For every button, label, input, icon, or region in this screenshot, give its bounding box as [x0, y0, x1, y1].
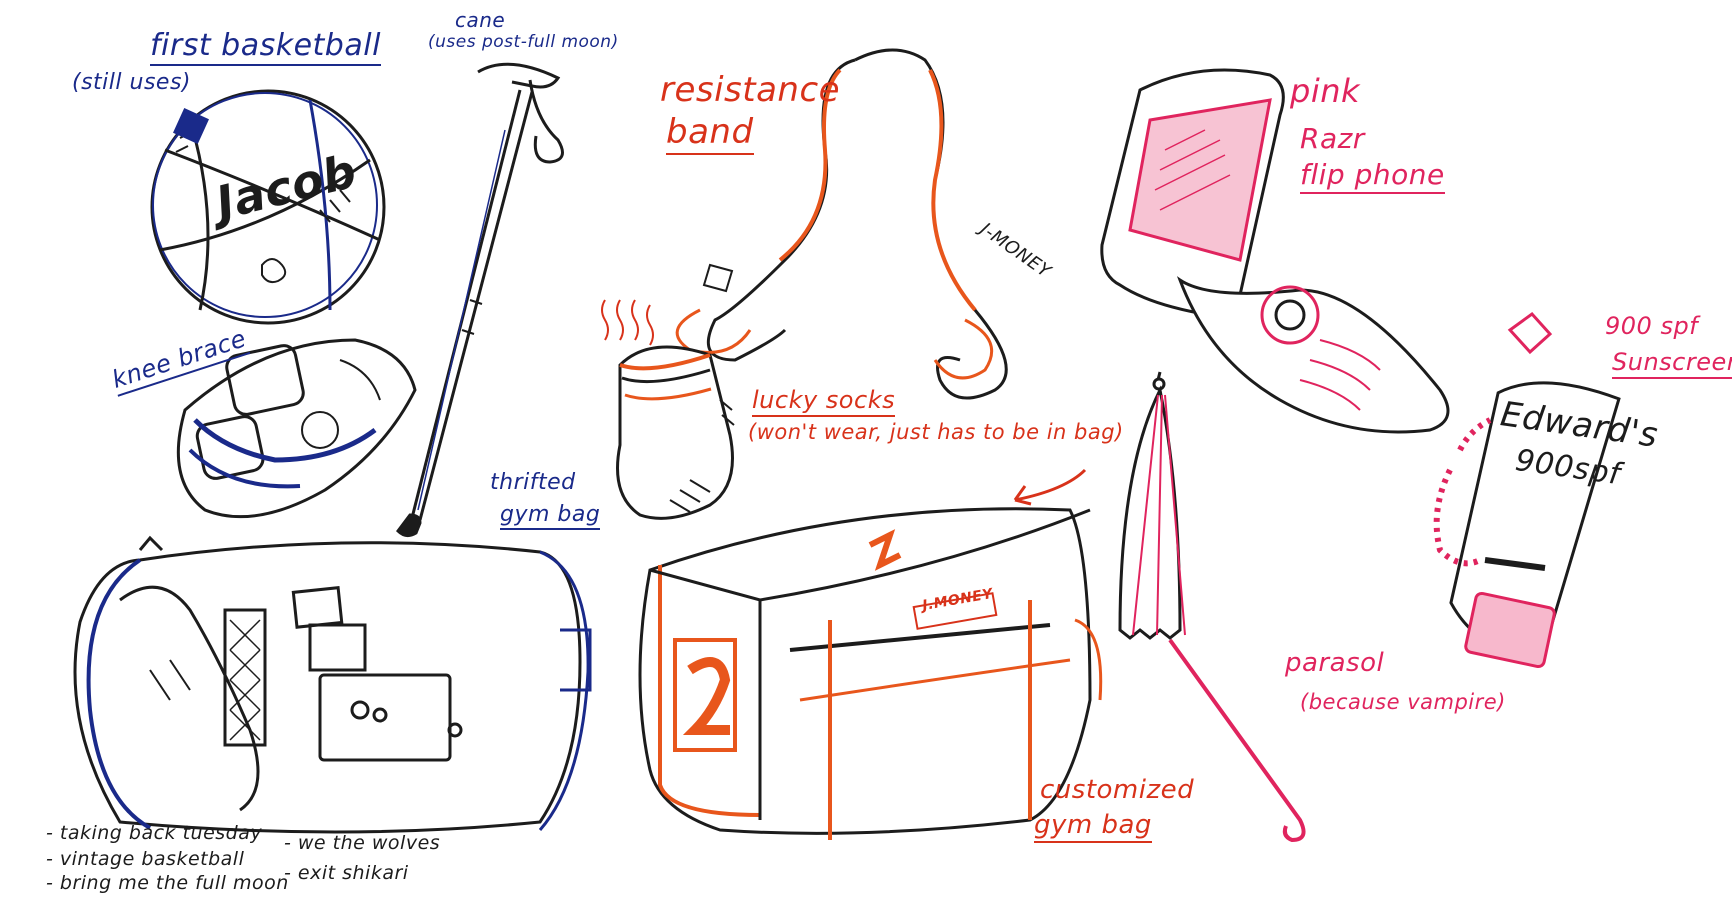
patch-3: - bring me the full moon: [46, 872, 289, 894]
thrifted-gym-bag-sketch: [73, 535, 592, 834]
knee-brace-sketch: [176, 338, 417, 519]
resistance-band-sketch: [675, 48, 1008, 400]
thrifted-label-1: thrifted: [490, 470, 576, 495]
custom-bag-label-1: customized: [1040, 775, 1195, 805]
phone-label-3: flip phone: [1300, 158, 1445, 194]
cane-label: cane: [455, 8, 506, 32]
arrow-to-bag: [1013, 468, 1087, 506]
cane-note: (uses post-full moon): [428, 32, 619, 52]
socks-label-1: lucky socks: [752, 386, 896, 417]
basketball-sketch: [150, 89, 386, 325]
patch-4: - we the wolves: [284, 832, 441, 854]
thrifted-label-2: gym bag: [500, 502, 601, 530]
parasol-label-1: parasol: [1285, 648, 1385, 678]
cane-sketch: [396, 62, 564, 538]
patch-5: - exit shikari: [284, 862, 409, 884]
customized-gym-bag-sketch: [638, 507, 1103, 840]
resistance-label-2: band: [666, 112, 754, 155]
sunscreen-label-1: 900 spf: [1605, 312, 1699, 340]
phone-label-1: pink: [1290, 72, 1361, 110]
patch-1: - taking back tuesday: [46, 822, 263, 844]
parasol-sketch: [1118, 371, 1306, 843]
sunscreen-tube-sketch: [1433, 311, 1621, 669]
basketball-note: (still uses): [72, 70, 191, 95]
patch-2: - vintage basketball: [46, 848, 245, 870]
phone-label-2: Razr: [1300, 122, 1365, 155]
resistance-label-1: resistance: [660, 70, 841, 110]
sunscreen-label-2: Sunscreen: [1612, 348, 1732, 379]
parasol-label-2: (because vampire): [1300, 690, 1506, 714]
socks-label-2: (won't wear, just has to be in bag): [748, 420, 1124, 444]
custom-bag-label-2: gym bag: [1034, 810, 1152, 843]
basketball-label: first basketball: [150, 28, 381, 66]
lucky-socks-sketch: [601, 299, 735, 520]
flip-phone-sketch: [1100, 68, 1450, 434]
